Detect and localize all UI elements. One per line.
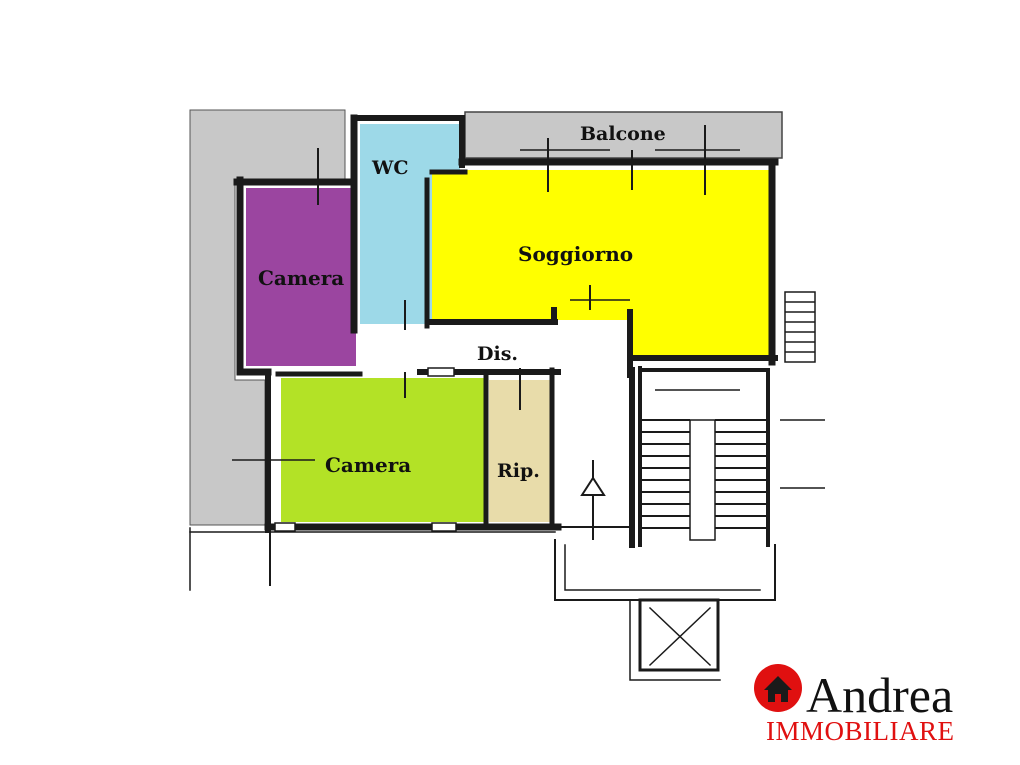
external-stair bbox=[784, 291, 816, 363]
agency-logo: Andrea IMMOBILIARE bbox=[754, 664, 955, 746]
entry-arrow-icon bbox=[580, 460, 606, 540]
terrace-area bbox=[189, 109, 346, 526]
room-dis bbox=[360, 325, 555, 370]
room-camera-1 bbox=[246, 188, 356, 366]
room-label-balcone: Balcone bbox=[580, 123, 666, 145]
room-label-camera-2: Camera bbox=[325, 453, 411, 477]
stairs bbox=[640, 389, 766, 541]
room-camera-2 bbox=[281, 378, 484, 522]
logo-subtitle: IMMOBILIARE bbox=[766, 716, 955, 746]
room-label-wc: WC bbox=[371, 157, 408, 179]
logo-name: Andrea bbox=[806, 667, 953, 723]
door-markers bbox=[274, 367, 457, 532]
walls bbox=[189, 114, 779, 681]
room-soggiorno bbox=[432, 170, 770, 355]
openings bbox=[232, 125, 825, 489]
room-label-rip: Rip. bbox=[497, 460, 540, 482]
room-label-camera-1: Camera bbox=[258, 266, 344, 290]
room-label-dis: Dis. bbox=[477, 343, 518, 365]
room-label-soggiorno: Soggiorno bbox=[518, 242, 633, 266]
